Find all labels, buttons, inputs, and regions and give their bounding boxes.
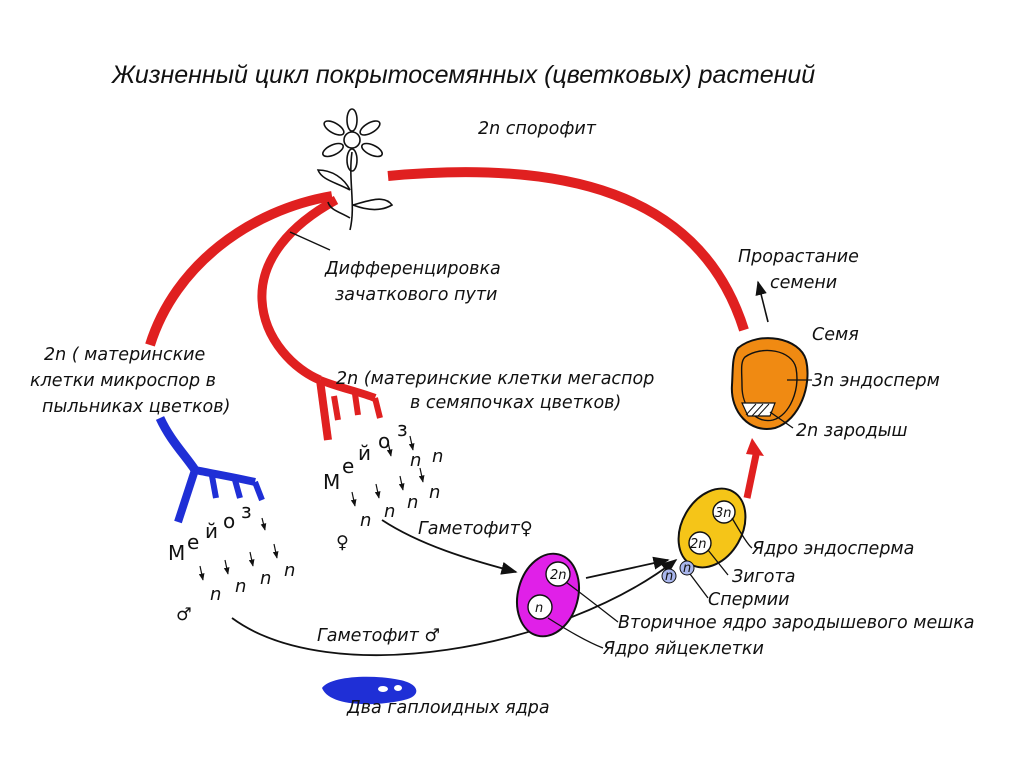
differentiation-line-1: Дифференцировка: [324, 259, 501, 279]
sperm-nuclei-icon: [661, 560, 695, 584]
fertilization-arrow: [585, 556, 670, 579]
germination-line-2: семени: [770, 273, 837, 293]
male-meiosis: М е й о з: [168, 499, 252, 565]
svg-text:n: n: [429, 482, 440, 503]
female-gametophyte-arrow: [381, 519, 518, 575]
fertilized-ovule-icon: [677, 487, 747, 569]
svg-text:n: n: [360, 510, 371, 531]
micro-mother-line-1: 2n ( материнские: [44, 345, 205, 365]
sperms-label: Спермии: [708, 590, 789, 610]
svg-text:е: е: [342, 454, 354, 478]
svg-text:М: М: [323, 470, 340, 494]
svg-text:е: е: [187, 530, 199, 554]
male-symbol: ♂: [176, 605, 192, 625]
svg-text:з: з: [241, 499, 252, 523]
svg-text:n: n: [410, 450, 421, 471]
svg-text:з: з: [397, 417, 408, 441]
germination-line-1: Прорастание: [738, 247, 859, 267]
pollen-grain-icon: [322, 676, 417, 705]
germination-arrow: [755, 280, 769, 323]
zygote-label: Зигота: [732, 567, 795, 587]
two-haploid-label: Два гаплоидных ядра: [346, 698, 550, 718]
sperm-n-2: n: [683, 561, 691, 576]
mega-mother-line-2: в семяпочках цветков): [410, 393, 621, 413]
male-meiosis-arrows: [198, 517, 279, 581]
female-gametophyte-label: Гаметофит♀: [418, 519, 533, 539]
egg-nucleus-label: Ядро яйцеклетки: [602, 639, 764, 659]
sporophyte-label: 2n спорофит: [478, 119, 597, 139]
embryo-sac-egg-nucleus: n: [535, 601, 543, 616]
seed-embryo-label: 2n зародыш: [796, 421, 908, 441]
female-meiosis-arrows: [350, 435, 425, 507]
zygote-nucleus-2n: 2n: [690, 537, 707, 552]
svg-text:о: о: [378, 429, 390, 453]
svg-text:n: n: [384, 501, 395, 522]
microspore-branch: [155, 416, 265, 524]
secondary-nucleus-label: Вторичное ядро зародышевого мешка: [618, 613, 975, 633]
flower-sporophyte-icon: [316, 108, 394, 231]
micro-mother-line-2: клетки микроспор в: [30, 371, 216, 391]
cycle-arc: [145, 167, 764, 499]
svg-text:й: й: [205, 519, 218, 543]
differentiation-pointer: [289, 231, 331, 251]
mega-mother-line-1: 2n (материнские клетки мегаспор: [336, 369, 654, 389]
svg-text:n: n: [235, 576, 246, 597]
seed-endosperm-label: 3n эндосперм: [812, 371, 940, 391]
svg-text:n: n: [284, 560, 295, 581]
svg-text:n: n: [407, 492, 418, 513]
male-gametophyte-arrow: [231, 559, 678, 656]
embryo-sac-icon: [516, 552, 580, 638]
megaspore-branch: [257, 196, 383, 441]
sperm-n-1: n: [665, 569, 673, 584]
svg-text:М: М: [168, 541, 185, 565]
svg-text:й: й: [358, 441, 371, 465]
female-meiosis: М е й о з: [323, 417, 408, 494]
male-gametophyte-label: Гаметофит ♂: [317, 626, 440, 646]
svg-text:n: n: [260, 568, 271, 589]
female-haploid-n: n n n n n n: [360, 446, 443, 531]
embryo-sac-secondary-nucleus: 2n: [550, 568, 567, 583]
svg-text:n: n: [210, 584, 221, 605]
endosperm-nucleus-label: Ядро эндосперма: [751, 539, 914, 559]
endosperm-nucleus-3n: 3n: [715, 506, 732, 521]
seed-label: Семя: [812, 325, 859, 345]
micro-mother-line-3: пыльниках цветков): [42, 397, 230, 417]
male-haploid-n: n n n n: [210, 560, 295, 605]
diagram-title: Жизненный цикл покрытосемянных (цветковы…: [110, 61, 815, 89]
differentiation-line-2: зачаткового пути: [335, 285, 497, 305]
seed-icon: [730, 337, 812, 430]
svg-text:n: n: [432, 446, 443, 467]
female-symbol: ♀: [336, 533, 349, 553]
svg-text:о: о: [223, 509, 235, 533]
label-pointers: [547, 517, 753, 649]
